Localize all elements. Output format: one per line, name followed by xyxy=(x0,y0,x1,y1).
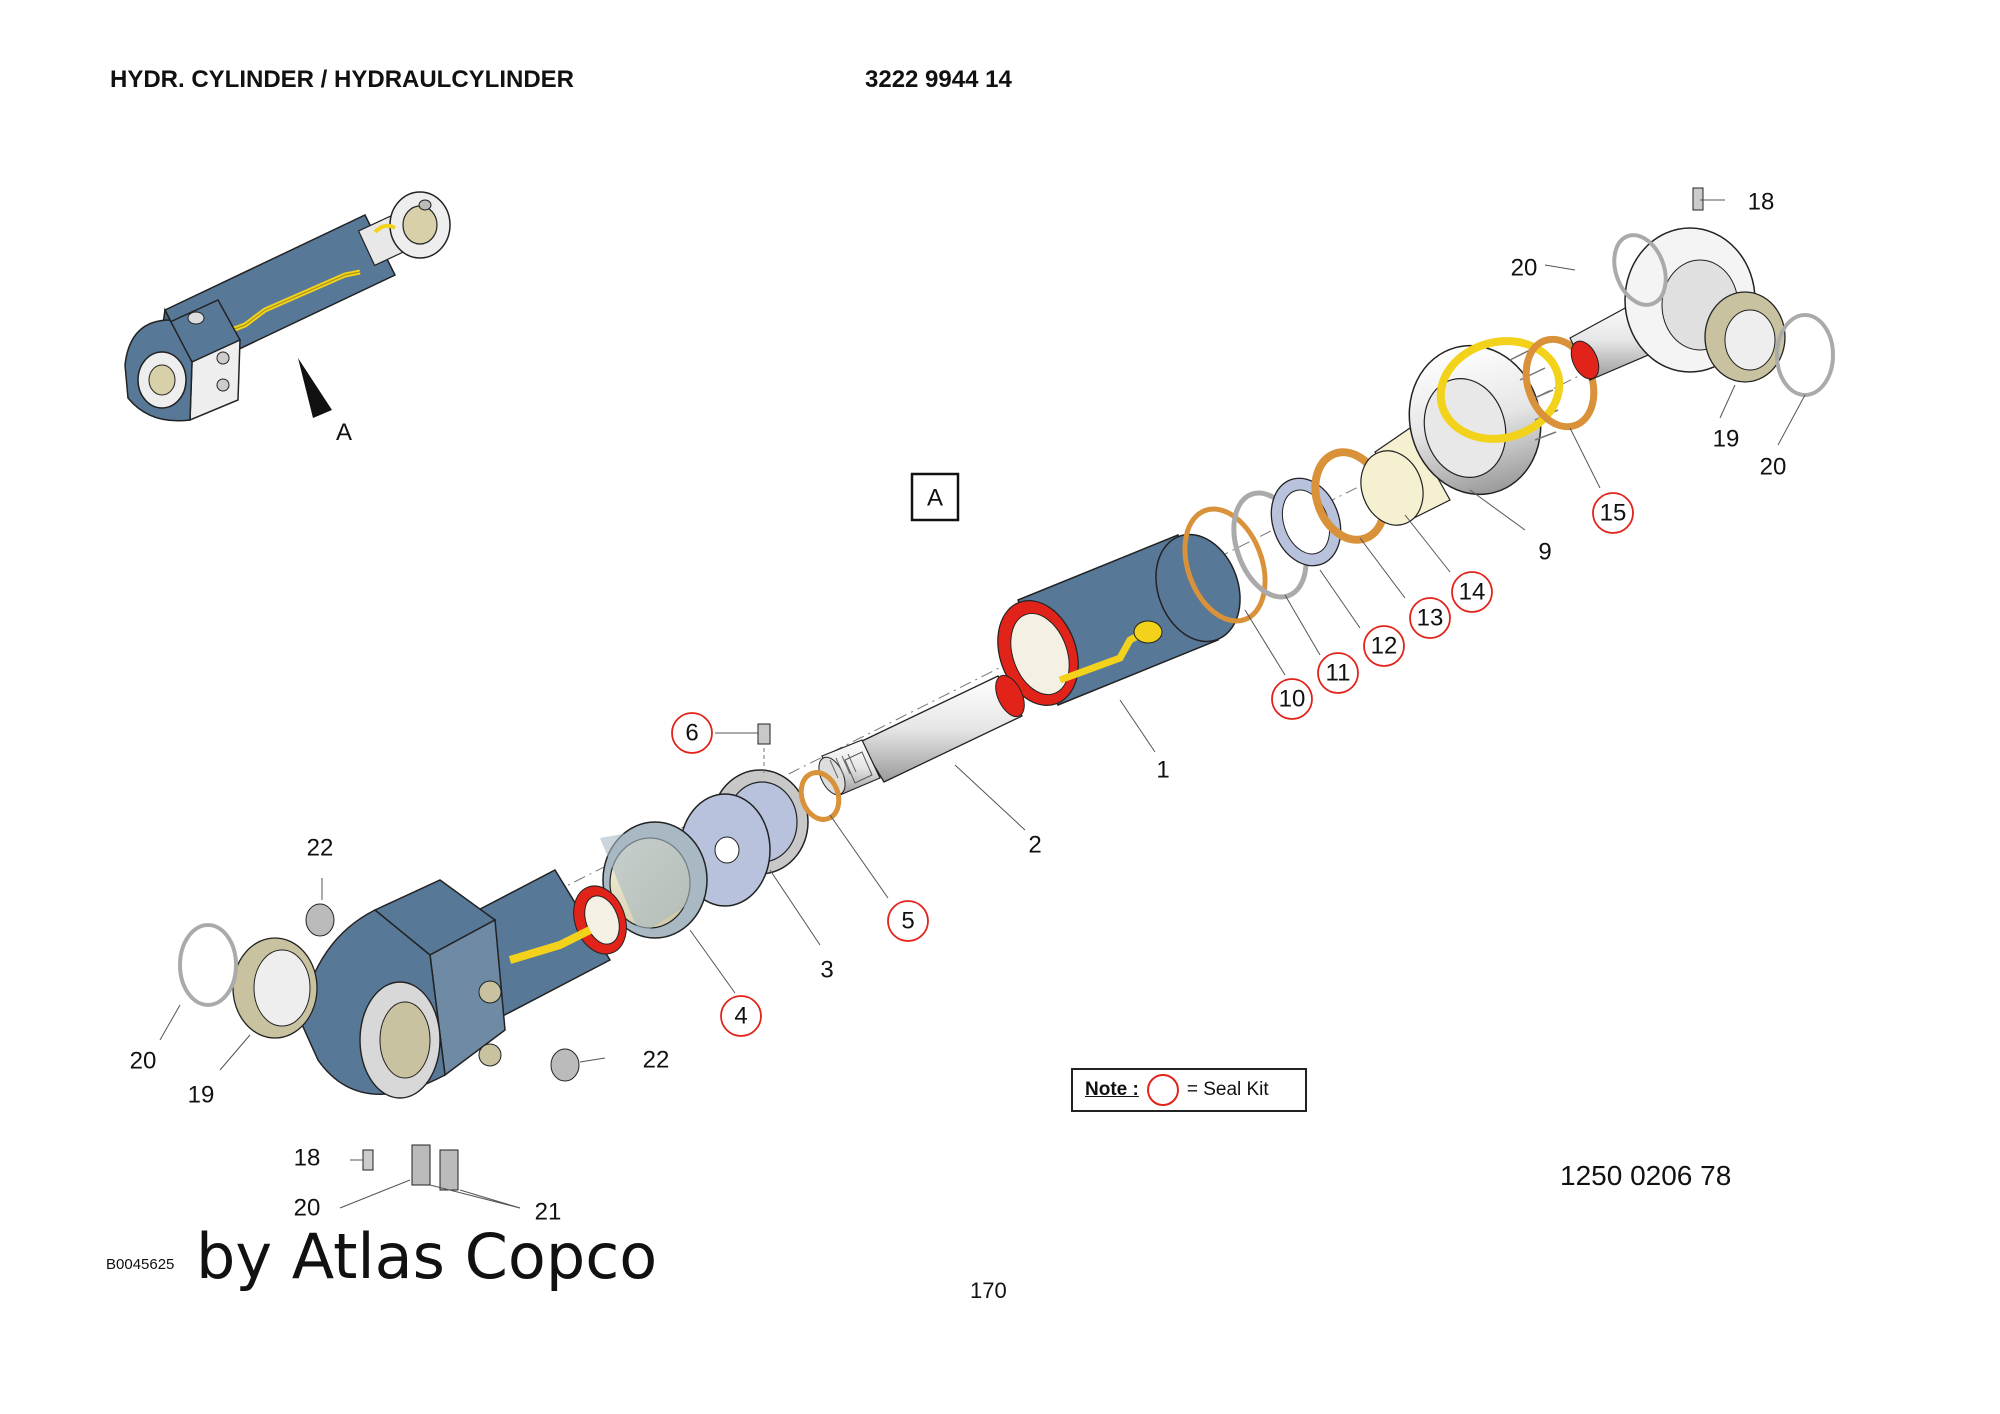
part-4-bushing xyxy=(600,821,708,939)
view-a-callout: A xyxy=(910,472,960,522)
callout-15: 15 xyxy=(1592,492,1634,534)
part-1-cylinder-tube xyxy=(997,533,1241,706)
callout-9: 9 xyxy=(1538,539,1551,566)
callout-21: 21 xyxy=(535,1199,562,1226)
part-9-cylinder-head xyxy=(1408,337,1564,496)
callout-20-top-right: 20 xyxy=(1760,454,1787,481)
image-code: B0045625 xyxy=(106,1256,175,1273)
callout-18-top: 18 xyxy=(1748,189,1775,216)
part-5-o-ring xyxy=(798,770,842,822)
callout-12: 12 xyxy=(1363,625,1405,667)
callout-20-left: 20 xyxy=(130,1048,157,1075)
svg-text:15: 15 xyxy=(1600,500,1627,527)
part-6-set-screw xyxy=(757,723,771,775)
part-14-bearing-bush xyxy=(1360,427,1451,526)
svg-text:12: 12 xyxy=(1371,633,1398,660)
callout-3: 3 xyxy=(820,957,833,984)
svg-text:A: A xyxy=(927,485,943,512)
watermark-text: by Atlas Copco xyxy=(196,1220,658,1293)
part-2-piston-rod xyxy=(818,674,1025,796)
callout-4: 4 xyxy=(720,995,762,1037)
part-10-seal-ring xyxy=(1182,506,1268,624)
seal-kit-circle-icon xyxy=(1146,1074,1179,1106)
rod-eye-top xyxy=(1569,187,1835,397)
svg-text:11: 11 xyxy=(1326,660,1351,687)
svg-text:13: 13 xyxy=(1417,605,1444,632)
callout-18-bottom: 18 xyxy=(294,1145,321,1172)
cylinder-base-mount xyxy=(178,869,627,1191)
callout-11: 11 xyxy=(1317,652,1359,694)
callout-13: 13 xyxy=(1409,597,1451,639)
seal-kit-note: Note : = Seal Kit xyxy=(1071,1068,1307,1112)
view-arrow-icon xyxy=(298,358,332,418)
document-number: 1250 0206 78 xyxy=(1560,1160,1732,1191)
note-text: = Seal Kit xyxy=(1186,1079,1269,1100)
callout-22-right: 22 xyxy=(643,1047,670,1074)
callout-20-top-left: 20 xyxy=(1511,255,1538,282)
callout-14: 14 xyxy=(1451,571,1493,613)
callout-19-top: 19 xyxy=(1713,426,1740,453)
diagram-title: HYDR. CYLINDER / HYDRAULCYLINDER xyxy=(110,66,575,93)
note-label: Note : xyxy=(1085,1079,1139,1100)
leader-lines xyxy=(159,199,1806,1209)
callout-10: 10 xyxy=(1271,678,1313,720)
callout-6: 6 xyxy=(671,712,713,754)
callout-19-left: 19 xyxy=(188,1082,215,1109)
assembly-part-number: 3222 9944 14 xyxy=(865,66,1012,93)
callout-5: 5 xyxy=(887,900,929,942)
svg-text:10: 10 xyxy=(1279,686,1306,713)
view-marker-a: A xyxy=(336,419,352,446)
svg-text:5: 5 xyxy=(901,908,914,935)
page-number: 170 xyxy=(970,1278,1007,1303)
callout-2: 2 xyxy=(1028,832,1041,859)
callout-22-top: 22 xyxy=(307,835,334,862)
svg-text:6: 6 xyxy=(685,720,698,747)
overview-cylinder: A xyxy=(124,191,451,446)
callout-20-bottom: 20 xyxy=(294,1195,321,1222)
svg-text:4: 4 xyxy=(734,1003,747,1030)
callout-1: 1 xyxy=(1156,757,1169,784)
svg-text:14: 14 xyxy=(1459,579,1486,606)
